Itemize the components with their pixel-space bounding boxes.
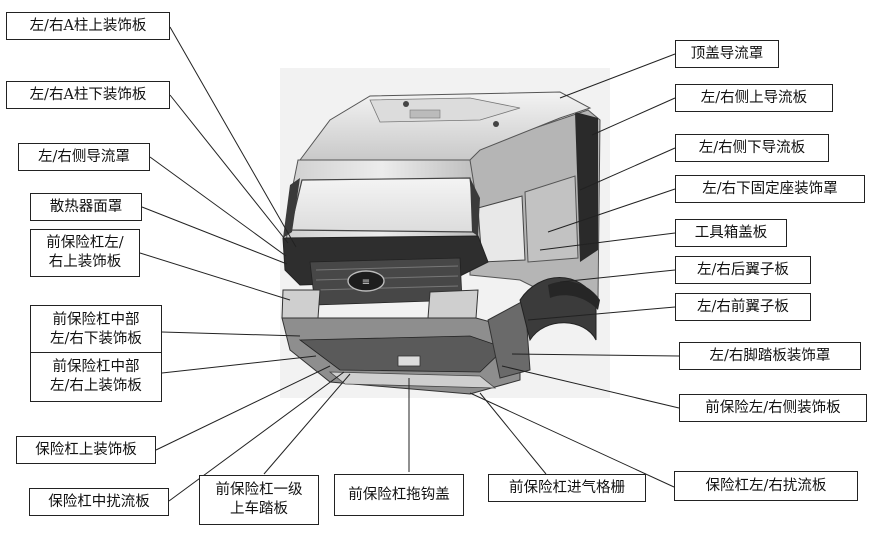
label-front-fender: 左/右前翼子板 — [675, 293, 811, 321]
label-bumper-tow-cover: 前保险杠拖钩盖 — [334, 474, 464, 516]
bumper-air-grille-shape — [298, 335, 506, 373]
label-bumper-lr-spoiler: 保险杠左/右扰流板 — [674, 471, 858, 501]
leader-rear-fender — [559, 269, 676, 283]
rear-fender-shape — [548, 281, 600, 310]
leader-bumper-first-step — [263, 373, 351, 475]
leader-radiator-grille — [141, 206, 288, 265]
label-side-lower-deflector: 左/右侧下导流板 — [675, 134, 829, 162]
label-bumper-first-step: 前保险杠一级 上车踏板 — [199, 475, 319, 525]
label-bumper-air-grille: 前保险杠进气格栅 — [488, 474, 646, 502]
headlight-right-shape — [427, 289, 479, 319]
leader-bumper-middle-upper — [161, 355, 317, 374]
leader-bumper-upper-trim — [155, 365, 331, 451]
label-bumper-middle-upper: 前保险杠中部 左/右上装饰板 — [30, 352, 162, 402]
leader-side-upper-deflector — [591, 97, 676, 136]
label-radiator-grille: 散热器面罩 — [30, 193, 142, 221]
label-toolbox-cover: 工具箱盖板 — [675, 219, 787, 247]
side-window-shape — [477, 195, 526, 263]
leader-bumper-middle-spoiler — [168, 371, 345, 502]
windshield-shape — [289, 177, 477, 233]
label-bumper-middle-lower: 前保险杠中部 左/右下装饰板 — [30, 305, 162, 355]
a-pillar-right-shape — [470, 178, 480, 236]
roof-vent-shape — [409, 109, 441, 119]
label-side-upper-deflector: 左/右侧上导流板 — [675, 84, 833, 112]
leader-front-bumper-lr-upper — [139, 252, 291, 301]
a-pillar-left-shape — [283, 178, 300, 238]
leader-step-trim-cover — [511, 353, 680, 357]
roof-marker-light — [493, 121, 499, 127]
bumper-step-shape — [328, 371, 497, 389]
step-trim-shape — [487, 299, 531, 379]
leader-toolbox-cover — [539, 232, 676, 251]
brand-emblem-glyph: ≡ — [362, 277, 370, 288]
leader-lower-mount-cover — [547, 188, 676, 233]
label-rear-fender: 左/右后翼子板 — [675, 256, 811, 284]
label-step-trim-cover: 左/右脚踏板装饰罩 — [679, 342, 861, 370]
leader-side-deflector — [149, 156, 287, 257]
leader-lines — [139, 26, 680, 502]
leader-side-lower-deflector — [579, 147, 676, 191]
headlight-left-shape — [281, 289, 321, 319]
leader-bumper-air-grille — [479, 392, 547, 475]
leader-a-pillar-upper — [169, 26, 297, 248]
label-bumper-middle-spoiler: 保险杠中扰流板 — [29, 488, 169, 516]
leader-roof-deflector — [559, 53, 676, 99]
label-bumper-upper-trim: 保险杠上装饰板 — [16, 436, 156, 464]
label-a-pillar-upper: 左/右A柱上装饰板 — [6, 12, 170, 40]
label-lower-mount-cover: 左/右下固定座装饰罩 — [675, 175, 865, 203]
tow-hook-cover-shape — [397, 355, 421, 367]
leader-bumper-middle-lower — [161, 331, 301, 337]
brand-emblem-icon — [347, 270, 385, 292]
door-panel-shape — [524, 175, 579, 263]
label-roof-deflector: 顶盖导流罩 — [675, 40, 779, 68]
label-front-bumper-lr-upper: 前保险杠左/ 右上装饰板 — [30, 229, 140, 277]
leader-front-bumper-side-trim — [501, 365, 680, 409]
roof-marker-light — [403, 101, 409, 107]
leader-front-fender — [527, 306, 676, 321]
label-a-pillar-lower: 左/右A柱下装饰板 — [6, 81, 170, 109]
leader-bumper-lr-spoiler — [469, 392, 675, 488]
label-side-deflector: 左/右侧导流罩 — [18, 143, 150, 171]
grille-lines — [315, 265, 459, 291]
leader-a-pillar-lower — [169, 94, 289, 244]
label-front-bumper-side-trim: 前保险左/右侧装饰板 — [679, 394, 867, 422]
